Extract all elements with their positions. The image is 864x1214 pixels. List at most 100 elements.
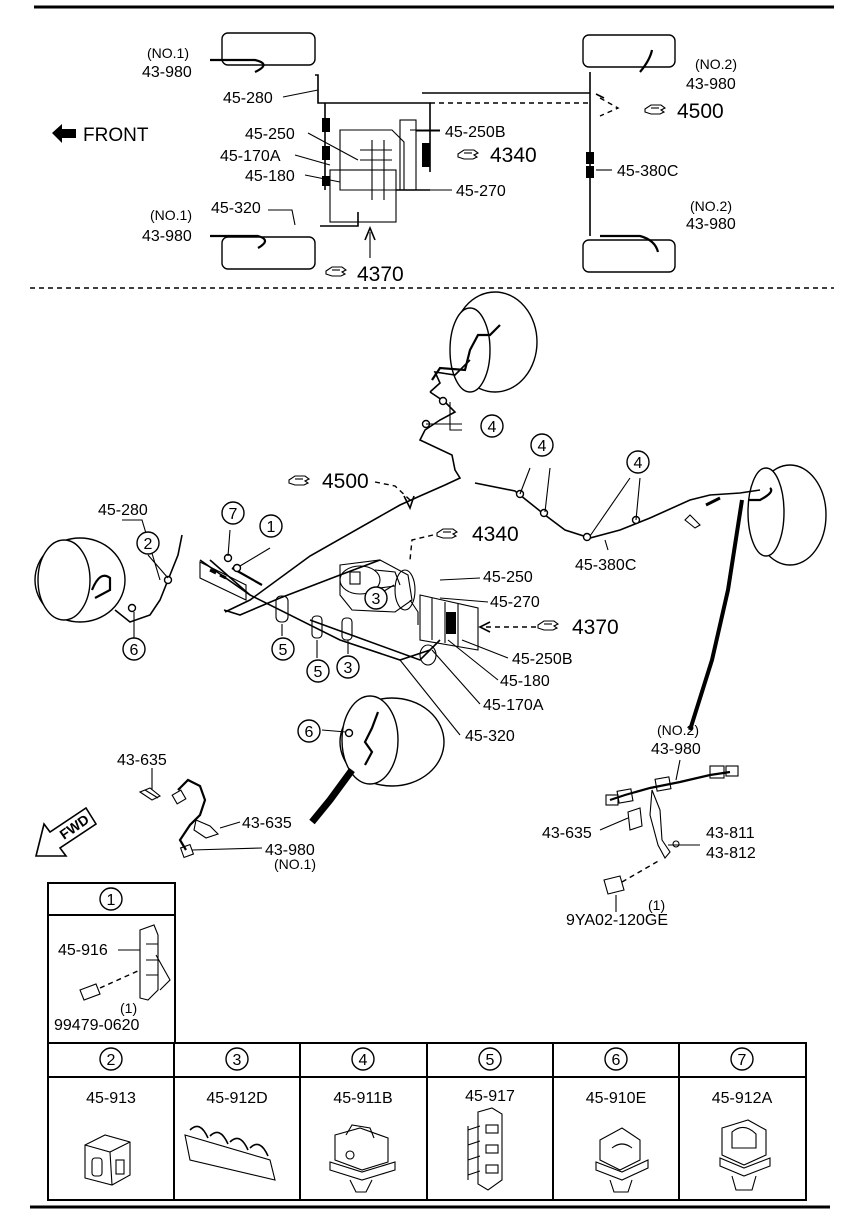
pipe-45-280 [315,74,431,172]
clip-45-912a-drawing [719,1119,771,1191]
clip-number: 6 [612,1052,621,1069]
hose-rl [639,49,654,73]
callout-5: 5 [279,642,288,659]
rear-hose-detail [599,759,739,912]
wheel-rear-right-iso [747,464,827,566]
callout-circle [221,501,245,525]
hand-pointer-icon [288,475,310,486]
clip-number: 2 [107,1052,116,1069]
label-45-180: 45-180 [245,168,295,185]
front-hose-detail [138,768,263,859]
wheel-front-right [221,236,316,270]
wheel-front-left [221,32,316,66]
label-43-635: 43-635 [242,815,292,832]
label-4340: 4340 [472,523,519,546]
label-45-170a: 45-170A [220,148,281,165]
callout-circle [297,719,321,743]
clip-number: 3 [233,1052,242,1069]
callout-3: 3 [344,660,353,677]
label-no1: (NO.1) [147,45,189,61]
detail-1-part: 45-916 [58,942,108,959]
main-isometric-diagram: 7 1 2 4 4 4 3 5 5 3 6 6 4500 4340 4370 4… [34,291,827,929]
callout-circle [136,531,160,555]
label-43-980: 43-980 [686,216,736,233]
label-no2: (NO.2) [657,722,699,738]
clip-45-917-drawing [467,1107,503,1191]
pipe-45-320 [320,212,359,227]
front-arrow-icon [52,124,76,143]
clip-45-910e-drawing [595,1127,649,1193]
clip-column: 3 45-912D [184,1047,276,1181]
clip-column: 6 45-910E [586,1047,649,1193]
callout-2: 2 [144,536,153,553]
connector [586,152,594,164]
label-43-980: 43-980 [142,228,192,245]
label-43-980: 43-980 [265,842,315,859]
connector [322,176,330,186]
clip-column: 2 45-913 [84,1047,136,1186]
detail-box-1: 1 45-916 (1) 99479-0620 [47,882,176,1044]
callout-circle [271,637,295,661]
label-45-250: 45-250 [245,126,295,143]
callout-4: 4 [488,419,497,436]
label-9ya02-120ge: 9YA02-120GE [566,912,668,929]
label-4500: 4500 [677,100,724,123]
wheel-rear-right [582,239,676,273]
hose-fl [210,58,265,73]
callout-1: 1 [267,519,276,536]
label-4370: 4370 [572,616,619,639]
connector [322,146,330,160]
connector [422,155,430,167]
detail-1-bolt: 99479-0620 [54,1017,140,1034]
wheel-front-left-iso [34,537,126,623]
label-no1: (NO.1) [274,856,316,872]
detail-1-number: 1 [107,892,116,909]
label-45-170a: 45-170A [483,697,544,714]
callout-circle [480,414,504,438]
label-45-250: 45-250 [483,569,533,586]
hcu-outline [329,169,397,223]
label-4370: 4370 [357,263,404,286]
callout-6: 6 [130,642,139,659]
hand-pointer-icon [537,620,559,631]
label-45-180: 45-180 [500,673,550,690]
label-43-980: 43-980 [142,64,192,81]
hose-rr [600,234,660,253]
label-45-250b: 45-250B [445,124,506,141]
hand-pointer-icon [325,266,347,277]
label-45-280: 45-280 [98,502,148,519]
clip-part: 45-912D [206,1090,267,1107]
label-43-635: 43-635 [117,752,167,769]
valve-lines [360,140,392,200]
label-4340: 4340 [490,144,537,167]
callout-circle [364,586,388,610]
label-front: FRONT [83,125,149,146]
label-45-380c: 45-380C [575,557,636,574]
callout-circle [259,514,283,538]
clip-column: 5 45-917 [465,1047,515,1191]
wheel-front-right-iso [339,695,445,787]
connector [322,118,330,132]
clip-number: 4 [359,1052,368,1069]
hand-pointer-icon [644,104,666,115]
callout-4: 4 [634,455,643,472]
label-45-270: 45-270 [490,594,540,611]
hose-fr [210,234,267,249]
detail-1-qty: (1) [120,1000,137,1016]
label-no1: (NO.1) [150,207,192,223]
wheel-rear-left-iso [449,291,538,393]
callout-circle [336,655,360,679]
label-45-270: 45-270 [456,183,506,200]
connector [586,166,594,178]
label-43-980: 43-980 [686,76,736,93]
label-45-320: 45-320 [465,728,515,745]
clip-part: 45-917 [465,1088,515,1105]
label-4500: 4500 [322,470,369,493]
fwd-arrow-icon: FWD [34,806,98,857]
label-43-980: 43-980 [651,741,701,758]
label-qty: (1) [648,897,665,913]
label-43-635: 43-635 [542,825,592,842]
label-45-250b: 45-250B [512,651,573,668]
label-45-380c: 45-380C [617,163,678,180]
